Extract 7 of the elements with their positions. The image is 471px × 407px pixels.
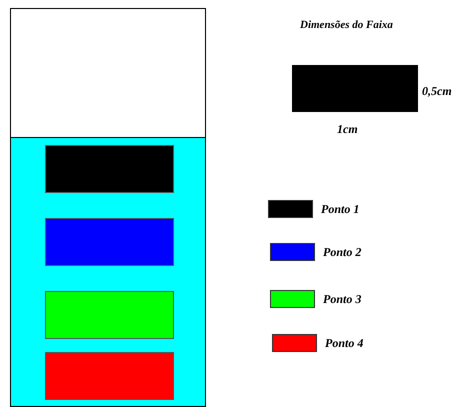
legend-label: Ponto 1 <box>321 202 360 216</box>
dimension-label: 0,5cm <box>422 84 452 98</box>
title: Dimensões do Faixa <box>300 18 393 32</box>
legend-label: Ponto 4 <box>325 336 364 350</box>
legend-label: Ponto 3 <box>323 292 362 306</box>
legend-label: Ponto 2 <box>323 245 362 259</box>
dimension-label: 1cm <box>337 122 358 136</box>
